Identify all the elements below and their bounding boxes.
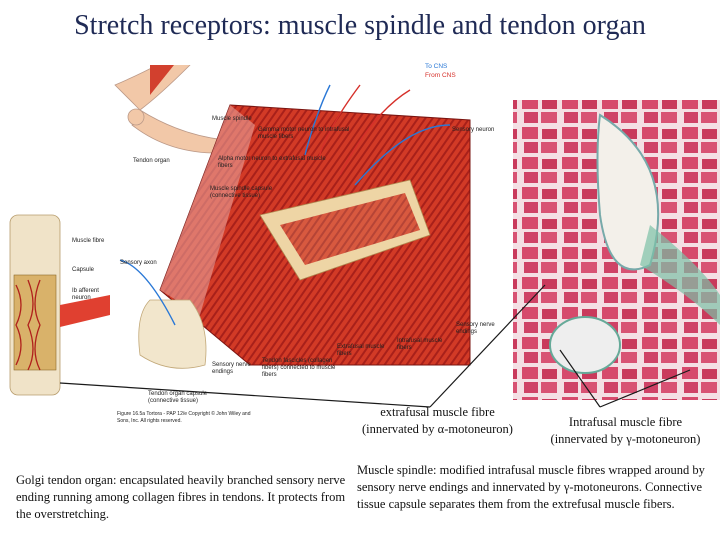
caption-extrafusal: extrafusal muscle fibre (innervated by α… [362, 405, 513, 436]
muscle-diagram [119, 84, 471, 369]
tendon-organ-sketch [9, 214, 110, 396]
histology-image [513, 100, 720, 400]
label-alpha-motor: Alpha motor neuron to extrafusal muscle … [218, 156, 326, 169]
label-extrafusal-fibers: Extrafusal muscle fibers [337, 344, 385, 357]
label-tendon-fascicles: Tendon fascicles (collagen fibers) conne… [262, 358, 336, 378]
label-sensory-nerve-endings-2: Sensory nerve endings [212, 362, 251, 375]
legend-to-cns: To CNS [425, 63, 448, 70]
legend-from-cns: From CNS [425, 72, 456, 79]
label-capsule: Capsule [72, 267, 95, 273]
label-sensory-neuron: Sensory neuron [452, 127, 495, 133]
label-intrafusal-fibers: Intrafusal muscle fibers [397, 338, 443, 351]
label-sensory-axon: Sensory axon [120, 260, 157, 266]
label-muscle-fibre: Muscle fibre [72, 238, 105, 244]
label-tendon-organ: Tendon organ [133, 158, 170, 164]
label-sensory-nerve-endings: Sensory nerve endings [456, 322, 495, 335]
figure-credit: Figure 16.5a Tortora - PAP 12/e Copyrigh… [117, 411, 251, 424]
caption-golgi-tendon-organ: Golgi tendon organ: encapsulated heavily… [16, 473, 346, 521]
label-spindle-capsule: Muscle spindle capsule (connective tissu… [210, 186, 273, 199]
label-afferent-neuron: Ib afferent neuron [72, 288, 99, 301]
caption-intrafusal: Intrafusal muscle fibre (innervated by γ… [550, 415, 701, 446]
arm-sketch [114, 65, 226, 154]
label-muscle-spindle: Muscle spindle [212, 116, 252, 122]
label-tendon-organ-capsule: Tendon organ capsule (connective tissue) [148, 391, 208, 404]
label-gamma-motor: Gamma motor neuron to intrafusal muscle … [258, 127, 350, 140]
page-title: Stretch receptors: muscle spindle and te… [74, 10, 646, 41]
diagram-figure [9, 65, 720, 408]
caption-muscle-spindle: Muscle spindle: modified intrafusal musc… [357, 463, 705, 511]
pointer-lines [59, 284, 691, 408]
